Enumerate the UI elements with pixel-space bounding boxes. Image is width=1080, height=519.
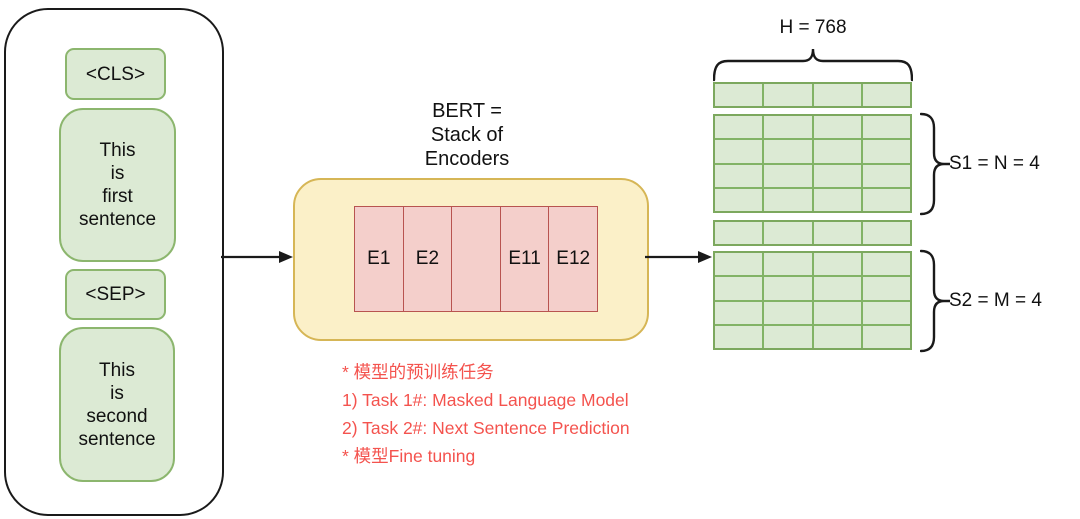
encoder-e12: E12 xyxy=(548,206,598,312)
embedding-cell xyxy=(715,164,763,187)
embedding-cell xyxy=(813,325,861,348)
embedding-cell xyxy=(862,325,910,348)
embedding-cell xyxy=(862,188,910,211)
encoder-e11: E11 xyxy=(499,206,550,312)
embedding-cell xyxy=(813,116,861,139)
embedding-cell xyxy=(862,222,910,244)
annotation-task2: 2) Task 2#: Next Sentence Prediction xyxy=(342,418,630,438)
bert-title: BERT = Stack of Encoders xyxy=(424,100,510,170)
annotation-pretrain-header: * 模型的预训练任务 xyxy=(342,362,494,382)
embedding-cell xyxy=(862,116,910,139)
first-sentence-box: This is first sentence xyxy=(59,108,176,262)
annotation-task1: 1) Task 1#: Masked Language Model xyxy=(342,390,629,410)
embedding-cell xyxy=(715,325,763,348)
second-sentence-box: This is second sentence xyxy=(59,327,175,482)
embedding-cell xyxy=(715,277,763,300)
embedding-cell xyxy=(813,301,861,324)
embedding-cell xyxy=(764,222,812,244)
embedding-cell xyxy=(715,188,763,211)
bert-to-output-arrow xyxy=(645,251,712,263)
cls-token-box: <CLS> xyxy=(65,48,166,100)
embedding-cell xyxy=(813,222,861,244)
training-task-annotations: * 模型的预训练任务 1) Task 1#: Masked Language M… xyxy=(342,358,630,470)
annotation-finetune: * 模型Fine tuning xyxy=(342,446,476,466)
embedding-cell xyxy=(764,253,812,276)
embedding-cell xyxy=(715,140,763,163)
s2-length-label: S2 = M = 4 xyxy=(949,290,1042,311)
embedding-cell xyxy=(764,188,812,211)
embedding-cell xyxy=(813,253,861,276)
embedding-cell xyxy=(813,164,861,187)
sentence1-embedding-grid xyxy=(713,114,912,213)
embedding-cell xyxy=(764,84,812,106)
embedding-cell xyxy=(862,301,910,324)
s1-brace xyxy=(920,112,950,216)
embedding-cell xyxy=(764,301,812,324)
sep-token-box: <SEP> xyxy=(65,269,166,320)
embedding-cell xyxy=(715,301,763,324)
sentence2-embedding-grid xyxy=(713,251,912,350)
embedding-cell xyxy=(813,84,861,106)
embedding-cell xyxy=(764,325,812,348)
embedding-cell xyxy=(862,140,910,163)
input-token-container: <CLS> This is first sentence <SEP> This … xyxy=(4,8,224,516)
h-dimension-brace xyxy=(713,48,913,82)
encoder-e1: E1 xyxy=(354,206,404,312)
embedding-cell xyxy=(862,253,910,276)
embedding-cell xyxy=(862,277,910,300)
encoder-middle xyxy=(451,206,501,312)
embedding-cell xyxy=(862,84,910,106)
embedding-cell xyxy=(715,116,763,139)
embedding-cell xyxy=(764,277,812,300)
embedding-cell xyxy=(813,140,861,163)
encoder-e2: E2 xyxy=(402,206,453,312)
cls-embedding-row xyxy=(713,82,912,108)
embedding-cell xyxy=(764,140,812,163)
s1-length-label: S1 = N = 4 xyxy=(949,153,1040,174)
embedding-cell xyxy=(715,84,763,106)
embedding-cell xyxy=(715,222,763,244)
embedding-cell xyxy=(764,164,812,187)
sep-embedding-row xyxy=(713,220,912,246)
embedding-cell xyxy=(813,277,861,300)
embedding-cell xyxy=(764,116,812,139)
encoder-row: E1 E2 E11 E12 xyxy=(354,206,598,312)
embedding-cell xyxy=(715,253,763,276)
embedding-cell xyxy=(813,188,861,211)
s2-brace xyxy=(920,249,950,353)
hidden-size-label: H = 768 xyxy=(779,17,847,38)
embedding-cell xyxy=(862,164,910,187)
input-to-bert-arrow xyxy=(221,251,293,263)
